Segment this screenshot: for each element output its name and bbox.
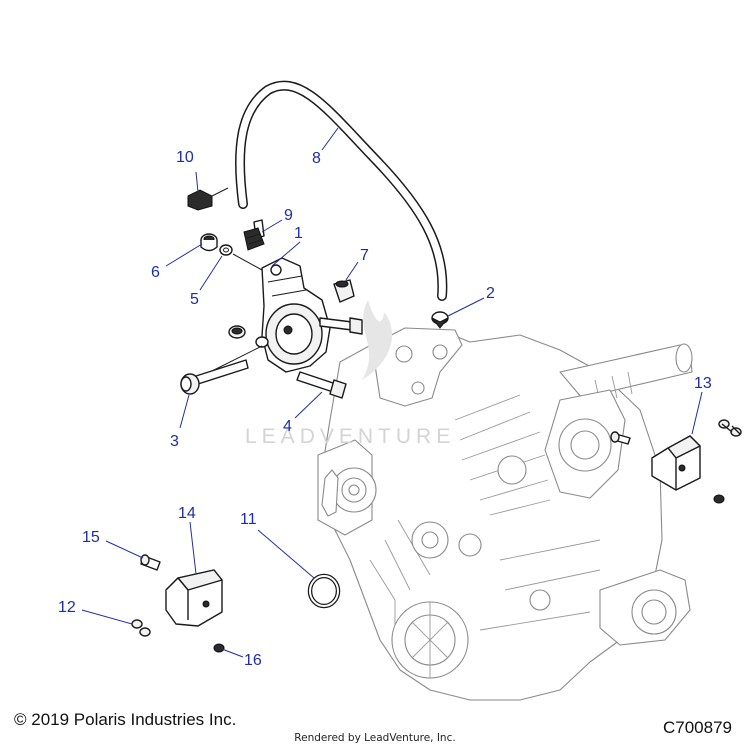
pump-cover-assembly [261, 257, 331, 373]
copyright-notice: © 2019 Polaris Industries Inc. [14, 710, 237, 729]
callout-10[interactable]: 10 [176, 149, 194, 166]
diagram-code: C700879 [662, 718, 732, 737]
callout-16[interactable]: 16 [244, 652, 262, 669]
rendered-by-credit: Rendered by LeadVenture, Inc. [294, 732, 456, 744]
mount-bracket-left [165, 569, 223, 627]
hose [235, 80, 448, 301]
callout-11[interactable]: 11 [240, 511, 257, 528]
callout-12[interactable]: 12 [58, 599, 76, 616]
hose-fitting [243, 219, 265, 251]
callout-labels: 1 2 3 4 5 6 7 8 9 10 11 12 13 14 15 16 [58, 149, 712, 669]
callout-5[interactable]: 5 [190, 291, 199, 308]
long-bolt [180, 359, 249, 395]
o-ring [307, 573, 341, 609]
callout-4[interactable]: 4 [283, 418, 292, 435]
leadventure-watermark: LEADVENTURE [245, 300, 455, 448]
bracket-bolts-13-right [718, 419, 742, 437]
cover-bolt-upper [319, 317, 363, 335]
bracket-bolt-15 [140, 554, 161, 571]
callout-7[interactable]: 7 [360, 247, 369, 264]
grommet-lower-b [255, 336, 269, 348]
callout-2[interactable]: 2 [486, 285, 495, 302]
callout-9[interactable]: 9 [284, 207, 293, 224]
electrical-connector [187, 187, 229, 211]
watermark-text: LEADVENTURE [245, 425, 455, 448]
bracket-nut-16 [213, 643, 225, 653]
callout-6[interactable]: 6 [151, 264, 160, 281]
grommet-lower-a [228, 325, 246, 339]
washer [219, 244, 233, 256]
callout-8[interactable]: 8 [312, 150, 321, 167]
bracket-bolts-12 [131, 619, 151, 637]
bracket-nut-13 [713, 494, 725, 504]
cover-bolt-lower [296, 371, 347, 399]
hose-clamp [431, 311, 449, 329]
bracket-bolt-13-left [610, 431, 631, 445]
callout-13[interactable]: 13 [694, 375, 712, 392]
spacer [333, 279, 355, 303]
callout-3[interactable]: 3 [170, 433, 179, 450]
leader-lines [81, 127, 703, 658]
callout-1[interactable]: 1 [294, 225, 303, 242]
transmission-housing [317, 327, 693, 701]
callout-14[interactable]: 14 [178, 505, 196, 522]
grommet-upper [200, 233, 218, 252]
callout-15[interactable]: 15 [82, 529, 100, 546]
mount-bracket-right [651, 435, 701, 491]
